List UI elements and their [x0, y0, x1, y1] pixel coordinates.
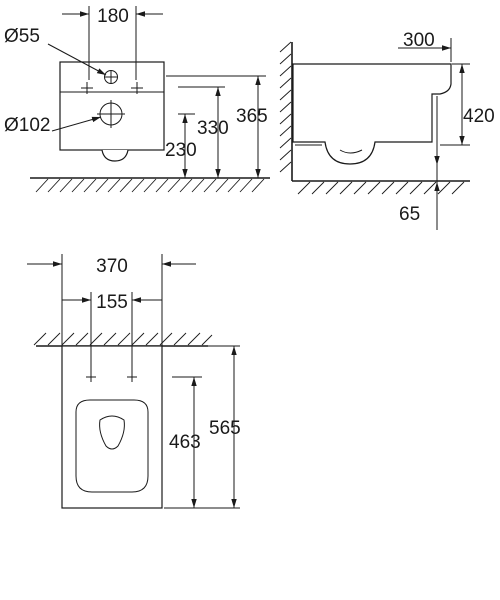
front-toilet-body [59, 61, 165, 151]
front-toilet-bottom [101, 149, 129, 162]
top-toilet-seat [75, 399, 149, 493]
side-dim-300-label: 300 [403, 30, 435, 51]
side-toilet-trap [339, 149, 363, 154]
top-wall-hatching [33, 332, 213, 346]
front-floor-hatching [35, 178, 265, 193]
top-dim-370-label: 370 [96, 256, 128, 277]
top-toilet-body [61, 345, 163, 509]
side-toilet-body [292, 63, 452, 165]
top-dim-155-label: 155 [96, 292, 128, 313]
top-dim-463-label: 463 [169, 432, 201, 453]
top-view: 370 155 463 565 [27, 254, 241, 509]
side-floor-hatching [297, 181, 465, 195]
top-dim-565-label: 565 [209, 418, 241, 439]
side-wall-hatching [279, 41, 292, 173]
side-dim-65-label: 65 [399, 204, 420, 225]
front-leader-102 [51, 116, 102, 132]
front-dim-330-label: 330 [197, 118, 229, 139]
side-dim-420-label: 420 [463, 106, 495, 127]
side-view: 300 420 65 [279, 30, 495, 230]
front-dim-180-label: 180 [97, 6, 129, 27]
front-view: 180 Ø55 Ø102 330 365 230 [4, 6, 270, 193]
front-leader-55 [47, 43, 107, 76]
front-dim-55-label: Ø55 [4, 26, 40, 47]
front-dim-102-label: Ø102 [4, 115, 50, 136]
front-dim-365-label: 365 [236, 106, 268, 127]
front-dim-230-label: 230 [165, 140, 197, 161]
top-toilet-bowl-opening [99, 415, 125, 450]
